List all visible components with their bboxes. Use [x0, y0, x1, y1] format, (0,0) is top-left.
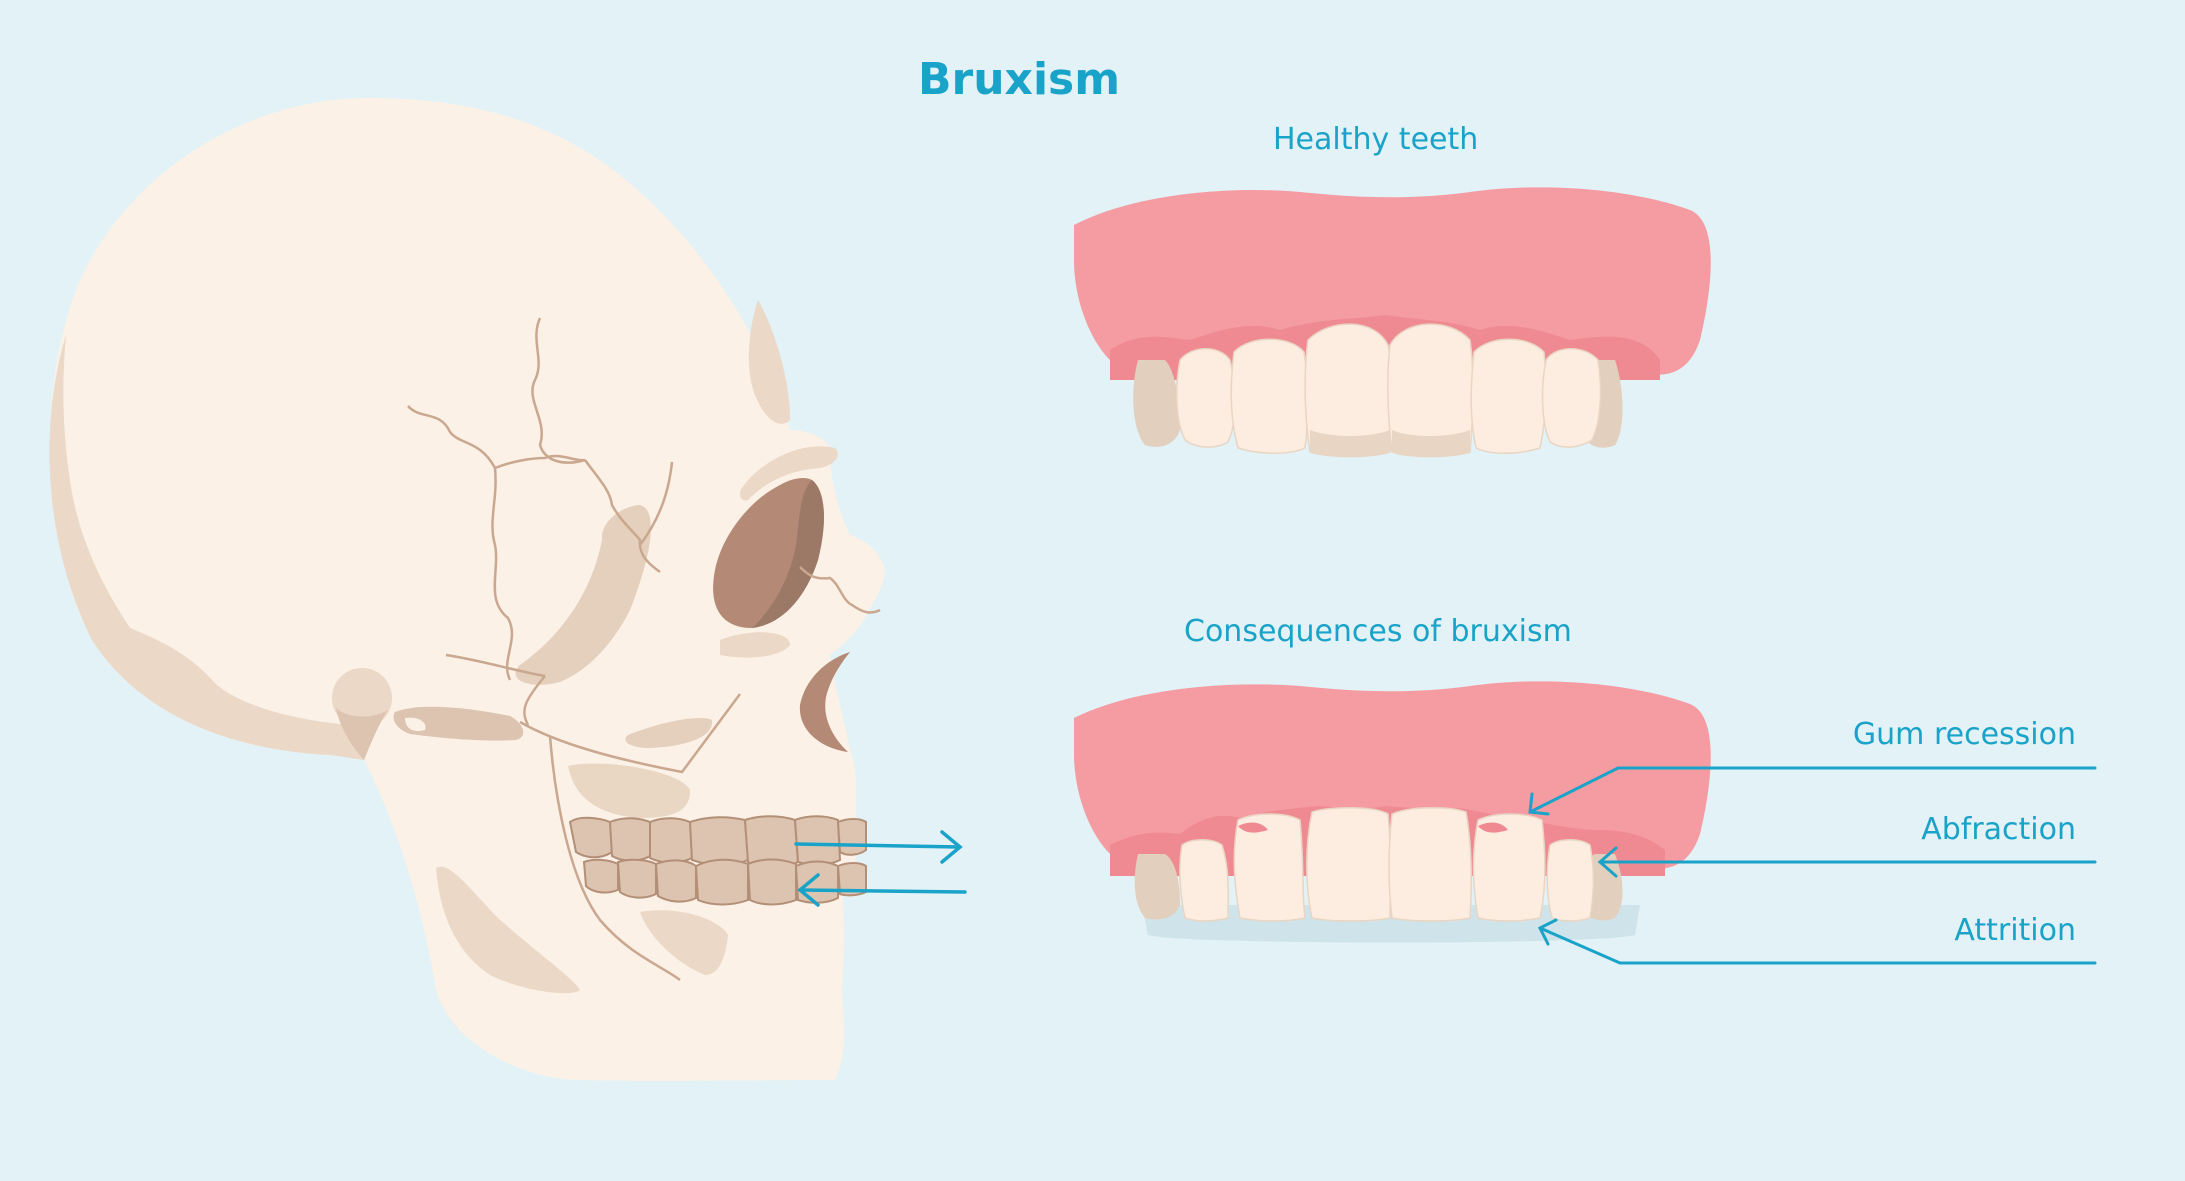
healthy-teeth-label: Healthy teeth	[1273, 122, 1479, 157]
cheek-shadow	[640, 910, 728, 975]
mastoid-process	[336, 708, 388, 760]
gum-recession-label: Gum recession	[1852, 717, 2076, 752]
nasal-cavity	[799, 652, 850, 752]
temple-shadow	[748, 300, 790, 424]
damaged-front-teeth	[1179, 806, 1595, 922]
attrition-label: Attrition	[1954, 913, 2076, 948]
abfraction-pointer	[1597, 846, 2097, 878]
skull-back-shadow	[49, 335, 365, 760]
cheek-bone-shadow	[568, 763, 690, 818]
abfraction-notches	[1238, 822, 1508, 833]
healthy-teeth-shadow	[1310, 430, 1470, 457]
ear-canal	[332, 668, 392, 728]
jaw-shadow	[436, 866, 580, 994]
nasal-bone-detail	[720, 632, 790, 658]
jaw-joint	[405, 717, 426, 732]
zygomatic-shadow	[515, 505, 651, 685]
brow-ridge	[740, 446, 838, 501]
consequences-label: Consequences of bruxism	[1184, 614, 1572, 649]
zygomatic-arch	[393, 706, 524, 741]
gum-recession-pointer	[1528, 766, 2097, 816]
grinding-arrows	[794, 830, 967, 907]
attrition-pointer	[1537, 918, 2097, 965]
eye-socket-rim	[752, 480, 824, 628]
healthy-front-teeth	[1175, 323, 1602, 458]
skull-illustration	[49, 98, 967, 1081]
maxilla-shadow	[625, 717, 713, 748]
abfraction-label: Abfraction	[1921, 812, 2076, 847]
bruxism-teeth-illustration	[1074, 681, 1711, 943]
healthy-teeth-illustration	[1074, 187, 1711, 458]
cranial-sutures	[407, 317, 881, 982]
callout-lines	[1528, 766, 2097, 965]
diagram-title: Bruxism	[918, 54, 1121, 105]
